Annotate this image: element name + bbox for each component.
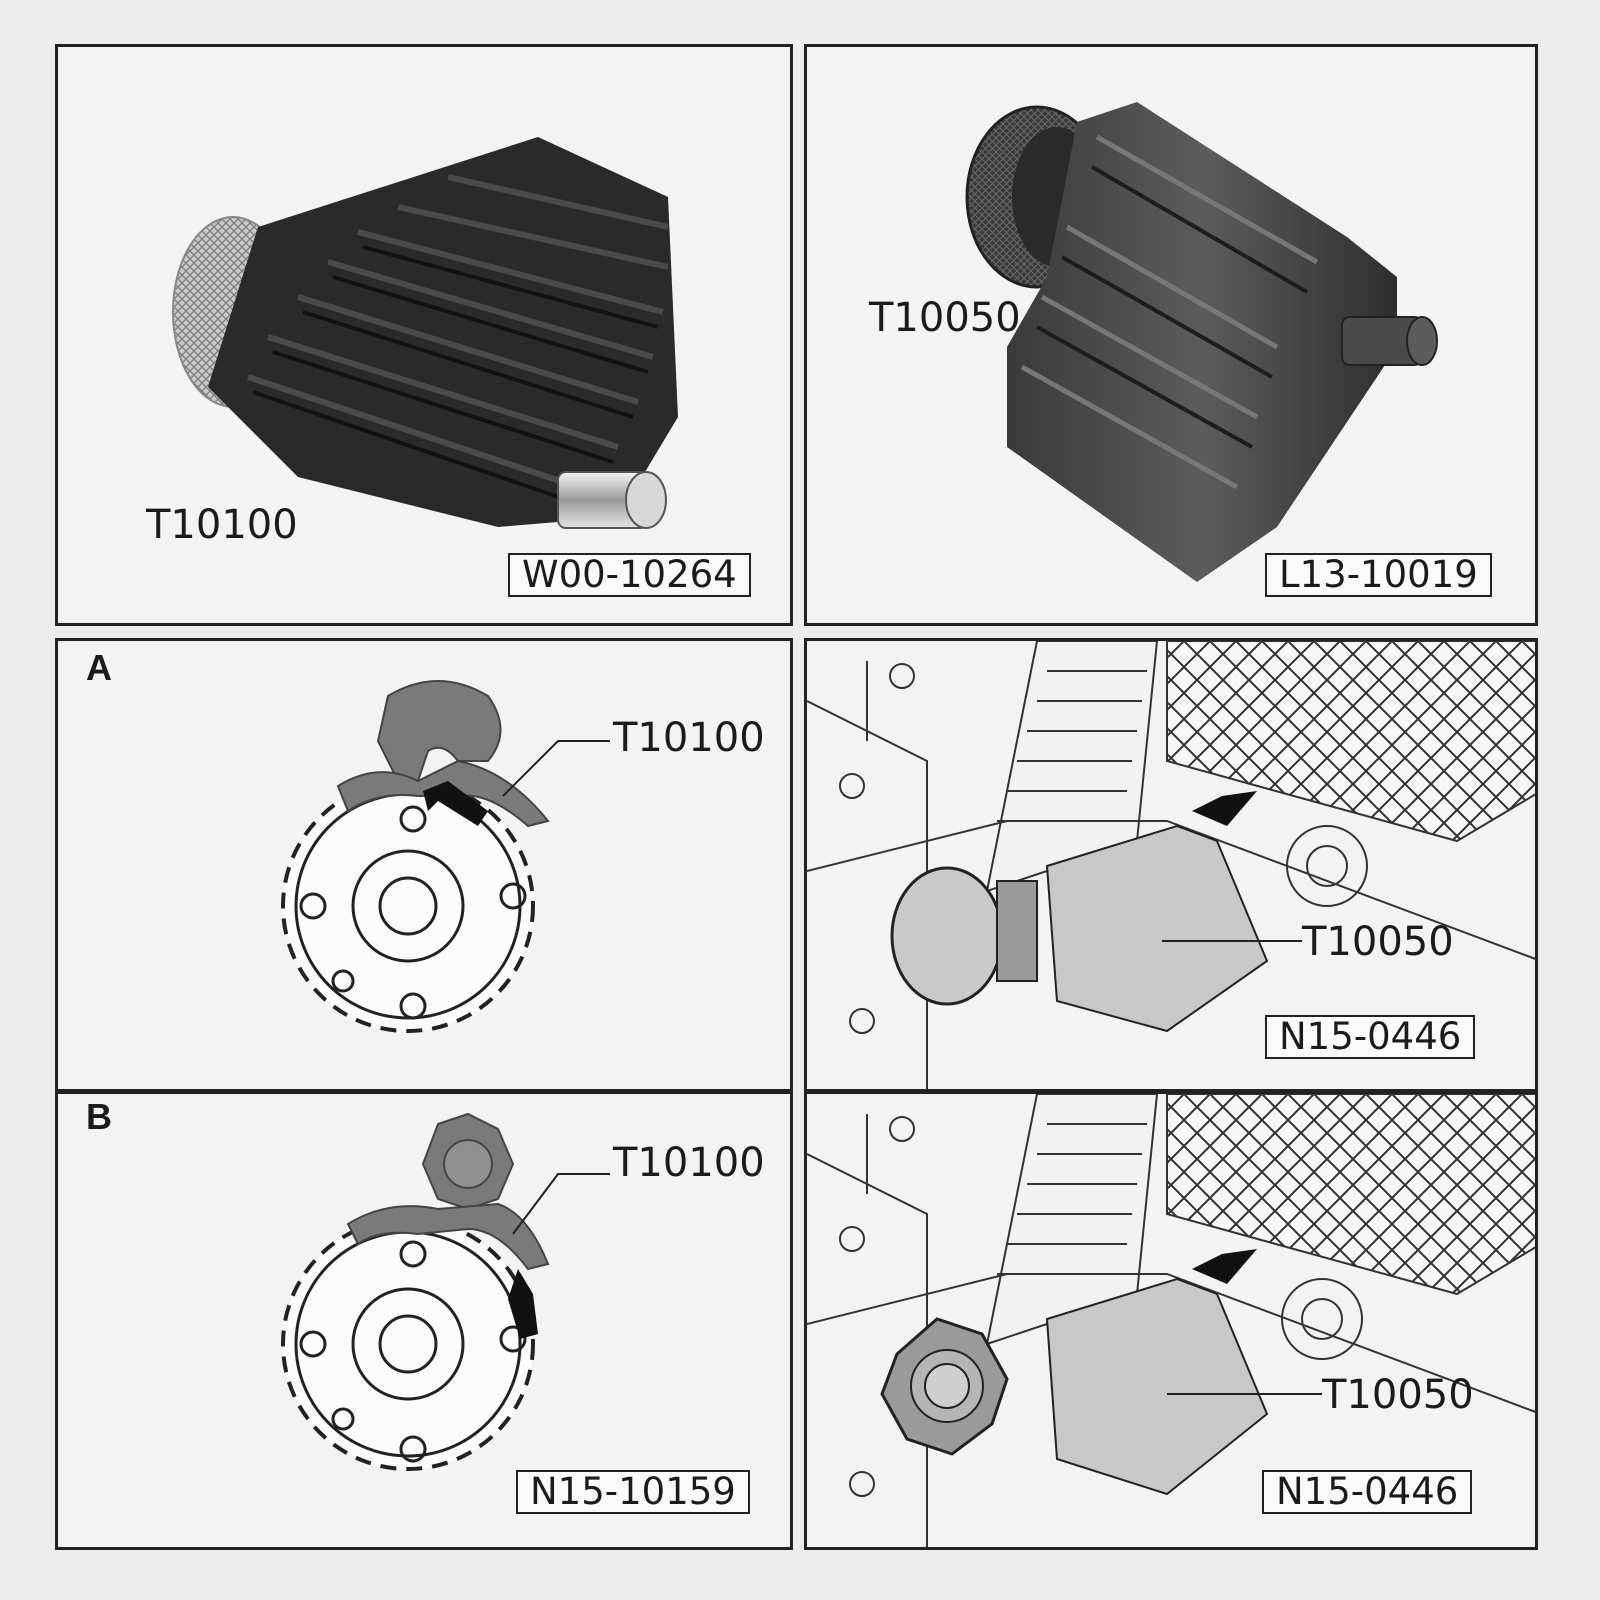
tool-label-t10050: T10050	[869, 295, 1021, 341]
engine-view-1-panel: T10050 N15-0446	[804, 638, 1538, 1092]
diagram-b-panel: B T10100 N15-10159	[55, 1092, 793, 1550]
tool-label-t10050-engine-2: T10050	[1322, 1372, 1474, 1418]
figure-code-n15-0446-2: N15-0446	[1262, 1470, 1473, 1514]
sprocket-diagram-a	[281, 680, 610, 1033]
diagram-a-panel: A T10100	[55, 638, 793, 1092]
figure-code-n15-10159: N15-10159	[516, 1470, 750, 1514]
tool-label-t10100: T10100	[146, 502, 298, 548]
figure-code-w00-10264: W00-10264	[508, 553, 751, 597]
diagram-letter-a: A	[86, 647, 112, 688]
engine-view-2-panel: T10050 N15-0446	[804, 1092, 1538, 1550]
figure-code-l13-10019: L13-10019	[1265, 553, 1492, 597]
tool-photo-t10100-panel: T10100 W00-10264	[55, 44, 793, 626]
tool-label-t10050-engine-1: T10050	[1302, 919, 1454, 965]
t10100-tool-illustration	[172, 137, 678, 529]
tool-label-t10100-b: T10100	[613, 1140, 765, 1186]
engine-view-1-illustration	[807, 641, 1535, 1089]
t10050-tool-illustration	[965, 102, 1438, 582]
tool-photo-t10050-panel: T10050 L13-10019	[804, 44, 1538, 626]
diagram-letter-b: B	[86, 1096, 112, 1137]
figure-code-n15-0446-1: N15-0446	[1265, 1015, 1476, 1059]
engine-view-2-illustration	[807, 1094, 1535, 1547]
tool-label-t10100-a: T10100	[613, 715, 765, 761]
sprocket-diagram-b	[281, 1112, 610, 1471]
